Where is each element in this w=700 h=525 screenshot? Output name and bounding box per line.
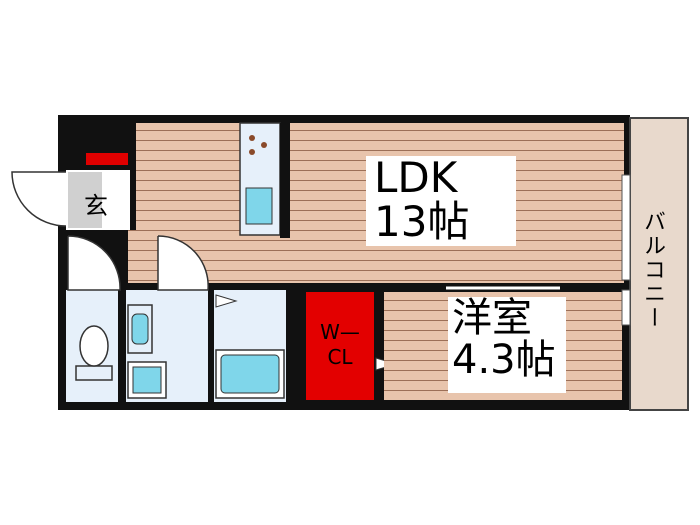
walk-in-closet-line2: CL <box>327 345 353 369</box>
shoe-box <box>86 153 128 165</box>
walk-in-closet-label: W— CL <box>306 320 374 370</box>
balcony <box>629 117 689 411</box>
western-room-window <box>621 289 631 326</box>
inner-wall-horizontal <box>128 283 624 293</box>
western-room-label: 洋室 4.3帖 <box>448 297 566 393</box>
toilet-door <box>67 235 121 291</box>
washing-machine-drum <box>132 366 162 394</box>
kitchen-sink <box>245 187 273 225</box>
western-room-size: 4.3帖 <box>452 337 556 383</box>
western-room-name: 洋室 <box>452 295 532 341</box>
entrance-label: 玄 <box>84 192 108 220</box>
walk-in-closet-line1: W— <box>320 320 360 344</box>
ldk-name: LDK <box>374 153 458 202</box>
bathtub-basin <box>220 354 280 394</box>
ldk-size: 13帖 <box>374 197 470 247</box>
stove-burner-1 <box>249 135 255 141</box>
ldk-window <box>621 174 631 281</box>
bathroom-door-marker <box>215 294 238 308</box>
washroom-door <box>157 235 209 291</box>
stove-burner-3 <box>249 149 255 155</box>
wash-basin-bowl <box>131 313 149 345</box>
walk-in-closet <box>306 292 374 400</box>
entrance-door <box>11 171 67 227</box>
toilet-tank <box>75 365 113 381</box>
hallway-floor <box>128 230 158 285</box>
toilet-bowl <box>79 325 109 367</box>
ldk-label: LDK 13帖 <box>366 153 516 247</box>
stove-burner-2 <box>261 142 267 148</box>
kitchen-wall-stub <box>280 123 290 238</box>
entrance-tile <box>68 172 102 228</box>
balcony-label: バルコニー <box>640 210 665 330</box>
